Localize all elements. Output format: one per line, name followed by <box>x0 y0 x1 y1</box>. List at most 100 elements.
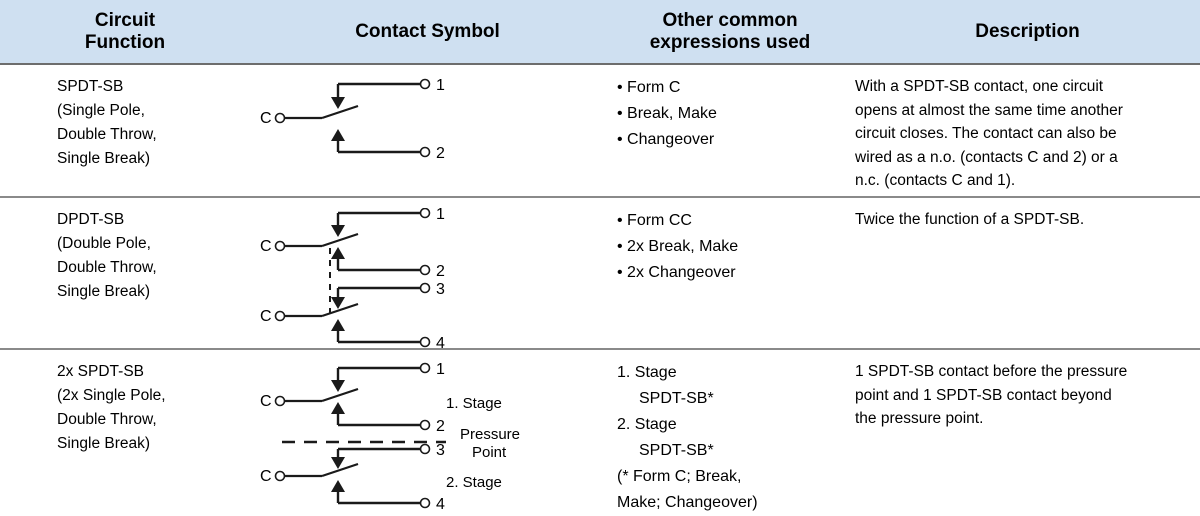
description-line: Twice the function of a SPDT-SB. <box>855 211 1085 228</box>
cell-contact-symbol: C 1 2 <box>250 65 605 196</box>
expression-item: 1. Stage <box>617 364 677 381</box>
cell-circuit-function: 2x SPDT-SB (2x Single Pole, Double Throw… <box>0 350 250 512</box>
function-line: Double Throw, <box>57 411 157 428</box>
expression-item: SPDT-SB* <box>639 390 714 407</box>
function-line: SPDT-SB <box>57 78 124 95</box>
column-header-line1: Other common <box>662 9 798 31</box>
cell-circuit-function: DPDT-SB (Double Pole, Double Throw, Sing… <box>0 198 250 348</box>
terminal-circle-3 <box>419 282 431 294</box>
expression-list: • Form C • Break, Make • Changeover <box>617 75 855 153</box>
column-header-contact-symbol: Contact Symbol <box>250 21 605 43</box>
function-line: (Single Pole, <box>57 102 145 119</box>
expression-list: 1. Stage SPDT-SB* 2. Stage SPDT-SB* (* F… <box>617 360 855 516</box>
table-row: 2x SPDT-SB (2x Single Pole, Double Throw… <box>0 350 1200 512</box>
expression-item: • Form CC <box>617 212 692 229</box>
cell-other-expressions: • Form CC • 2x Break, Make • 2x Changeov… <box>605 198 855 348</box>
terminal-circle-1 <box>419 78 431 90</box>
table-header-row: Circuit Function Contact Symbol Other co… <box>0 0 1200 65</box>
terminal-label-4: 4 <box>436 335 445 350</box>
cell-contact-symbol: C 1 2 C <box>250 198 605 350</box>
function-line: Single Break) <box>57 283 151 300</box>
terminal-label-1: 1 <box>436 361 445 378</box>
arrow-head-down-1 <box>331 225 345 237</box>
terminal-circle-common-1 <box>274 240 286 252</box>
expression-item: (* Form C; Break, <box>617 468 742 485</box>
column-header-line2: Function <box>84 31 166 53</box>
expression-item: • Break, Make <box>617 105 717 122</box>
terminal-label-1: 1 <box>436 77 445 94</box>
cell-description: 1 SPDT-SB contact before the pressure po… <box>855 350 1200 512</box>
terminal-label-4: 4 <box>436 496 445 512</box>
cell-circuit-function: SPDT-SB (Single Pole, Double Throw, Sing… <box>0 65 250 196</box>
arrow-head-up-2 <box>331 129 345 141</box>
stage-label-2: 2. Stage <box>446 474 502 491</box>
terminal-label-common: C <box>260 238 272 255</box>
description-text: With a SPDT-SB contact, one circuit open… <box>855 75 1186 193</box>
terminal-circle-4 <box>419 497 431 509</box>
cell-other-expressions: • Form C • Break, Make • Changeover <box>605 65 855 196</box>
terminal-circle-1 <box>419 208 431 219</box>
column-header-line2: expressions used <box>649 31 811 53</box>
arrow-head-down-1 <box>331 380 345 392</box>
table-row: SPDT-SB (Single Pole, Double Throw, Sing… <box>0 65 1200 198</box>
arrow-head-up-4 <box>331 319 345 331</box>
column-header-description: Description <box>855 21 1200 43</box>
terminal-circle-common <box>274 112 286 124</box>
description-line: the pressure point. <box>855 410 984 427</box>
function-line: Single Break) <box>57 435 151 452</box>
terminal-label-3: 3 <box>436 442 445 459</box>
expression-item: • Changeover <box>617 131 715 148</box>
terminal-circle-common-2 <box>274 470 286 482</box>
terminal-label-2: 2 <box>436 145 445 162</box>
dual-spdt-sb-diagram: C 1 2 1. Stage Pressure Point <box>260 361 520 512</box>
function-line: Double Throw, <box>57 126 157 143</box>
terminal-label-common: C <box>260 110 272 127</box>
description-line: 1 SPDT-SB contact before the pressure <box>855 363 1128 380</box>
description-line: circuit closes. The contact can also be <box>855 125 1117 142</box>
terminal-circle-common-1 <box>274 395 286 407</box>
terminal-label-common: C <box>260 468 272 485</box>
pressure-point-label-line1: Pressure <box>460 426 520 443</box>
terminal-label-3: 3 <box>436 281 445 298</box>
function-line: DPDT-SB <box>57 211 125 228</box>
terminal-label-common: C <box>260 393 272 410</box>
terminal-circle-1 <box>419 362 431 374</box>
terminal-circle-2 <box>419 146 431 158</box>
column-header-other-expressions: Other common expressions used <box>605 10 855 54</box>
expression-list: • Form CC • 2x Break, Make • 2x Changeov… <box>617 208 855 286</box>
description-line: With a SPDT-SB contact, one circuit <box>855 78 1104 95</box>
terminal-label-2: 2 <box>436 418 445 435</box>
description-line: opens at almost the same time another <box>855 101 1123 119</box>
terminal-label-2: 2 <box>436 263 445 280</box>
description-line: point and 1 SPDT-SB contact beyond <box>855 386 1112 404</box>
function-line: Double Throw, <box>57 259 157 276</box>
expression-item: SPDT-SB* <box>639 442 714 459</box>
switch-blade <box>321 104 359 120</box>
column-header-line1: Circuit <box>94 9 156 31</box>
column-header-line1: Contact Symbol <box>355 20 500 42</box>
arrow-head-up-2 <box>331 402 345 414</box>
column-header-line1: Description <box>975 20 1080 42</box>
function-line: Single Break) <box>57 150 151 167</box>
table-row: DPDT-SB (Double Pole, Double Throw, Sing… <box>0 198 1200 350</box>
pressure-point-label-line2: Point <box>472 444 507 461</box>
dpdt-sb-diagram: C 1 2 C <box>260 208 445 350</box>
terminal-circle-3 <box>419 443 431 455</box>
arrow-head-down-3 <box>331 457 345 469</box>
stage-label-1: 1. Stage <box>446 395 502 412</box>
description-line: wired as a n.o. (contacts C and 2) or a <box>855 148 1118 166</box>
arrow-head-up-4 <box>331 480 345 492</box>
expression-item: 2. Stage <box>617 416 677 433</box>
switch-blade-2 <box>321 302 359 318</box>
terminal-label-common: C <box>260 308 272 325</box>
spdt-sb-diagram: C 1 2 <box>260 77 445 162</box>
arrow-head-down-1 <box>331 97 345 109</box>
switch-blade-2 <box>321 462 359 478</box>
function-line: 2x SPDT-SB <box>57 363 144 380</box>
cell-description: Twice the function of a SPDT-SB. <box>855 198 1200 348</box>
terminal-circle-common-2 <box>274 310 286 322</box>
expression-item: • Form C <box>617 79 681 96</box>
description-text: 1 SPDT-SB contact before the pressure po… <box>855 360 1186 431</box>
switch-blade-1 <box>321 387 359 403</box>
function-line: (Double Pole, <box>57 235 151 252</box>
